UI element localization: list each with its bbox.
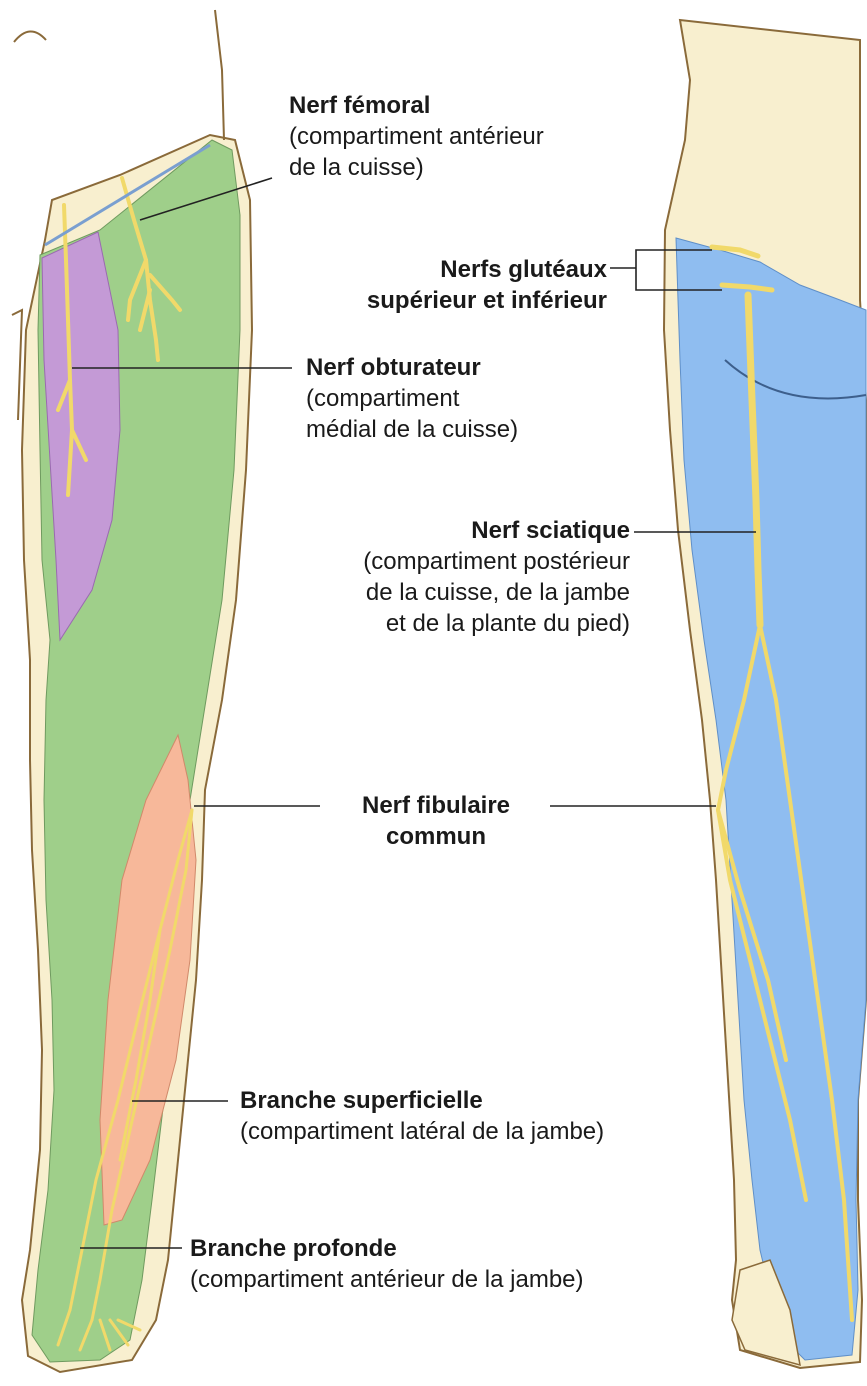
posterior-leg-view: [664, 20, 866, 1368]
hip-outline-left: [215, 10, 224, 140]
anterior-leg-view: [12, 10, 252, 1372]
label-femoral-nerve: Nerf fémoral (compartiment antérieur de …: [289, 90, 544, 183]
label-deep-branch: Branche profonde (compartiment antérieur…: [190, 1233, 584, 1295]
obturator-line-1: (compartiment: [306, 383, 518, 414]
fibular-line-1: Nerf fibulaire: [325, 790, 547, 821]
label-gluteal-nerves: Nerfs glutéaux supérieur et inférieur: [297, 254, 607, 316]
femoral-line-2: de la cuisse): [289, 152, 544, 183]
superficial-title: Branche superficielle: [240, 1085, 604, 1116]
gluteal-line-2: supérieur et inférieur: [297, 285, 607, 316]
femoral-line-1: (compartiment antérieur: [289, 121, 544, 152]
femoral-title: Nerf fémoral: [289, 90, 544, 121]
obturator-line-2: médial de la cuisse): [306, 414, 518, 445]
label-superficial-branch: Branche superficielle (compartiment laté…: [240, 1085, 604, 1147]
posterior-compartment-blue: [676, 238, 866, 1360]
deep-line-1: (compartiment antérieur de la jambe): [190, 1264, 584, 1295]
deep-title: Branche profonde: [190, 1233, 584, 1264]
sciatic-title: Nerf sciatique: [290, 515, 630, 546]
fibular-line-2: commun: [325, 821, 547, 852]
obturator-title: Nerf obturateur: [306, 352, 518, 383]
sciatic-line-3: et de la plante du pied): [290, 608, 630, 639]
superficial-line-1: (compartiment latéral de la jambe): [240, 1116, 604, 1147]
label-common-fibular-nerve: Nerf fibulaire commun: [325, 790, 547, 852]
navel-mark: [14, 31, 46, 42]
sciatic-line-2: de la cuisse, de la jambe: [290, 577, 630, 608]
label-sciatic-nerve: Nerf sciatique (compartiment postérieur …: [290, 515, 630, 639]
arm-outline-left: [12, 310, 22, 420]
label-obturator-nerve: Nerf obturateur (compartiment médial de …: [306, 352, 518, 445]
sciatic-line-1: (compartiment postérieur: [290, 546, 630, 577]
gluteal-line-1: Nerfs glutéaux: [297, 254, 607, 285]
